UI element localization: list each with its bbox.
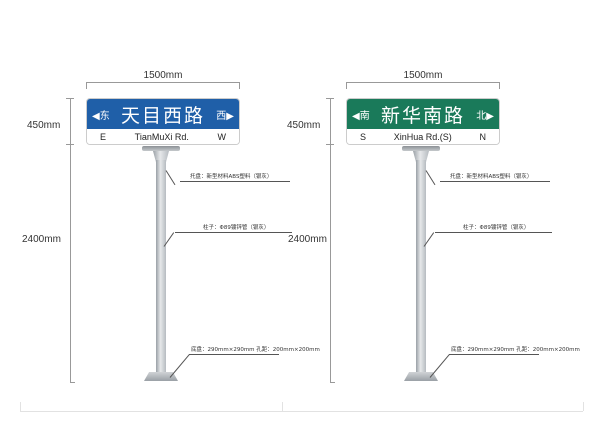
street-name-cn: 新华南路 — [380, 104, 465, 127]
leader-line — [429, 354, 450, 378]
base-note: 底盘：290mm×290mm 孔距：200mm×200mm — [451, 347, 580, 353]
pole-height-label: 2400mm — [22, 234, 61, 245]
sign-bottom-band: S XinHua Rd.(S) N — [347, 129, 499, 144]
left-direction-cn: ◀南 — [352, 110, 370, 122]
leader-line — [449, 354, 539, 355]
width-dimension-label: 1500mm — [403, 70, 443, 81]
left-direction-en: S — [360, 132, 367, 142]
pole-note: 柱子：Φ89镀锌管（银灰） — [203, 225, 270, 231]
left-direction-cn: ◀东 — [92, 110, 110, 122]
leader-line — [175, 232, 292, 233]
sign-height-label: 450mm — [27, 120, 61, 131]
pole-height-label: 2400mm — [288, 234, 327, 245]
divider — [20, 402, 21, 411]
leader-line — [189, 354, 279, 355]
divider — [583, 402, 584, 411]
leader-line — [180, 181, 290, 182]
right-direction-en: N — [479, 132, 486, 142]
pole — [156, 160, 166, 372]
sign-top-band: ◀东 天目西路 西▶ — [87, 99, 239, 129]
tray-note: 托盘：新型材料ABS塑料（银灰） — [190, 174, 273, 180]
right-direction-en: W — [217, 132, 226, 142]
leader-line — [425, 170, 436, 186]
right-direction-cn: 西▶ — [216, 110, 234, 122]
left-direction-en: E — [100, 132, 107, 142]
street-sign: ◀东 天目西路 西▶ E TianMuXi Rd. W — [86, 98, 240, 145]
height-dimension-line — [70, 98, 71, 382]
dim-tick — [326, 98, 334, 99]
leader-line — [440, 181, 550, 182]
tray-note: 托盘：新型材料ABS塑料（银灰） — [450, 174, 533, 180]
width-dimension-label: 1500mm — [143, 70, 183, 81]
width-bracket — [86, 82, 240, 89]
sign-diagram-xinhua: 1500mm 450mm 2400mm ◀南 新华南路 北▶ S XinHua … — [260, 0, 580, 440]
street-sign: ◀南 新华南路 北▶ S XinHua Rd.(S) N — [346, 98, 500, 145]
sign-diagram-tianmuxi: 1500mm 450mm 2400mm ◀东 天目西路 西▶ E TianMuX… — [22, 70, 320, 383]
tray — [402, 146, 440, 151]
street-name-en: XinHua Rd.(S) — [393, 132, 452, 142]
base-note: 底盘：290mm×290mm 孔距：200mm×200mm — [191, 347, 320, 353]
sign-bottom-band: E TianMuXi Rd. W — [87, 129, 239, 144]
leader-line — [165, 170, 176, 186]
sign-top-band: ◀南 新华南路 北▶ — [347, 99, 499, 129]
dim-tick — [70, 382, 75, 383]
street-name-cn: 天目西路 — [120, 104, 205, 127]
pole-note: 柱子：Φ89镀锌管（银灰） — [463, 225, 530, 231]
tray — [142, 146, 180, 151]
sign-height-label: 450mm — [287, 120, 321, 131]
leader-line — [169, 354, 190, 378]
right-direction-cn: 北▶ — [476, 110, 494, 122]
base-plate — [404, 372, 438, 381]
street-name-en: TianMuXi Rd. — [134, 132, 189, 142]
pole — [416, 160, 426, 372]
divider — [282, 402, 283, 411]
width-bracket — [346, 82, 500, 89]
dim-tick — [66, 98, 74, 99]
base-plate — [144, 372, 178, 381]
dim-tick — [66, 144, 74, 145]
dim-tick — [326, 144, 334, 145]
dim-tick — [330, 382, 335, 383]
ground-line — [20, 411, 583, 412]
leader-line — [435, 232, 552, 233]
height-dimension-line — [330, 98, 331, 382]
